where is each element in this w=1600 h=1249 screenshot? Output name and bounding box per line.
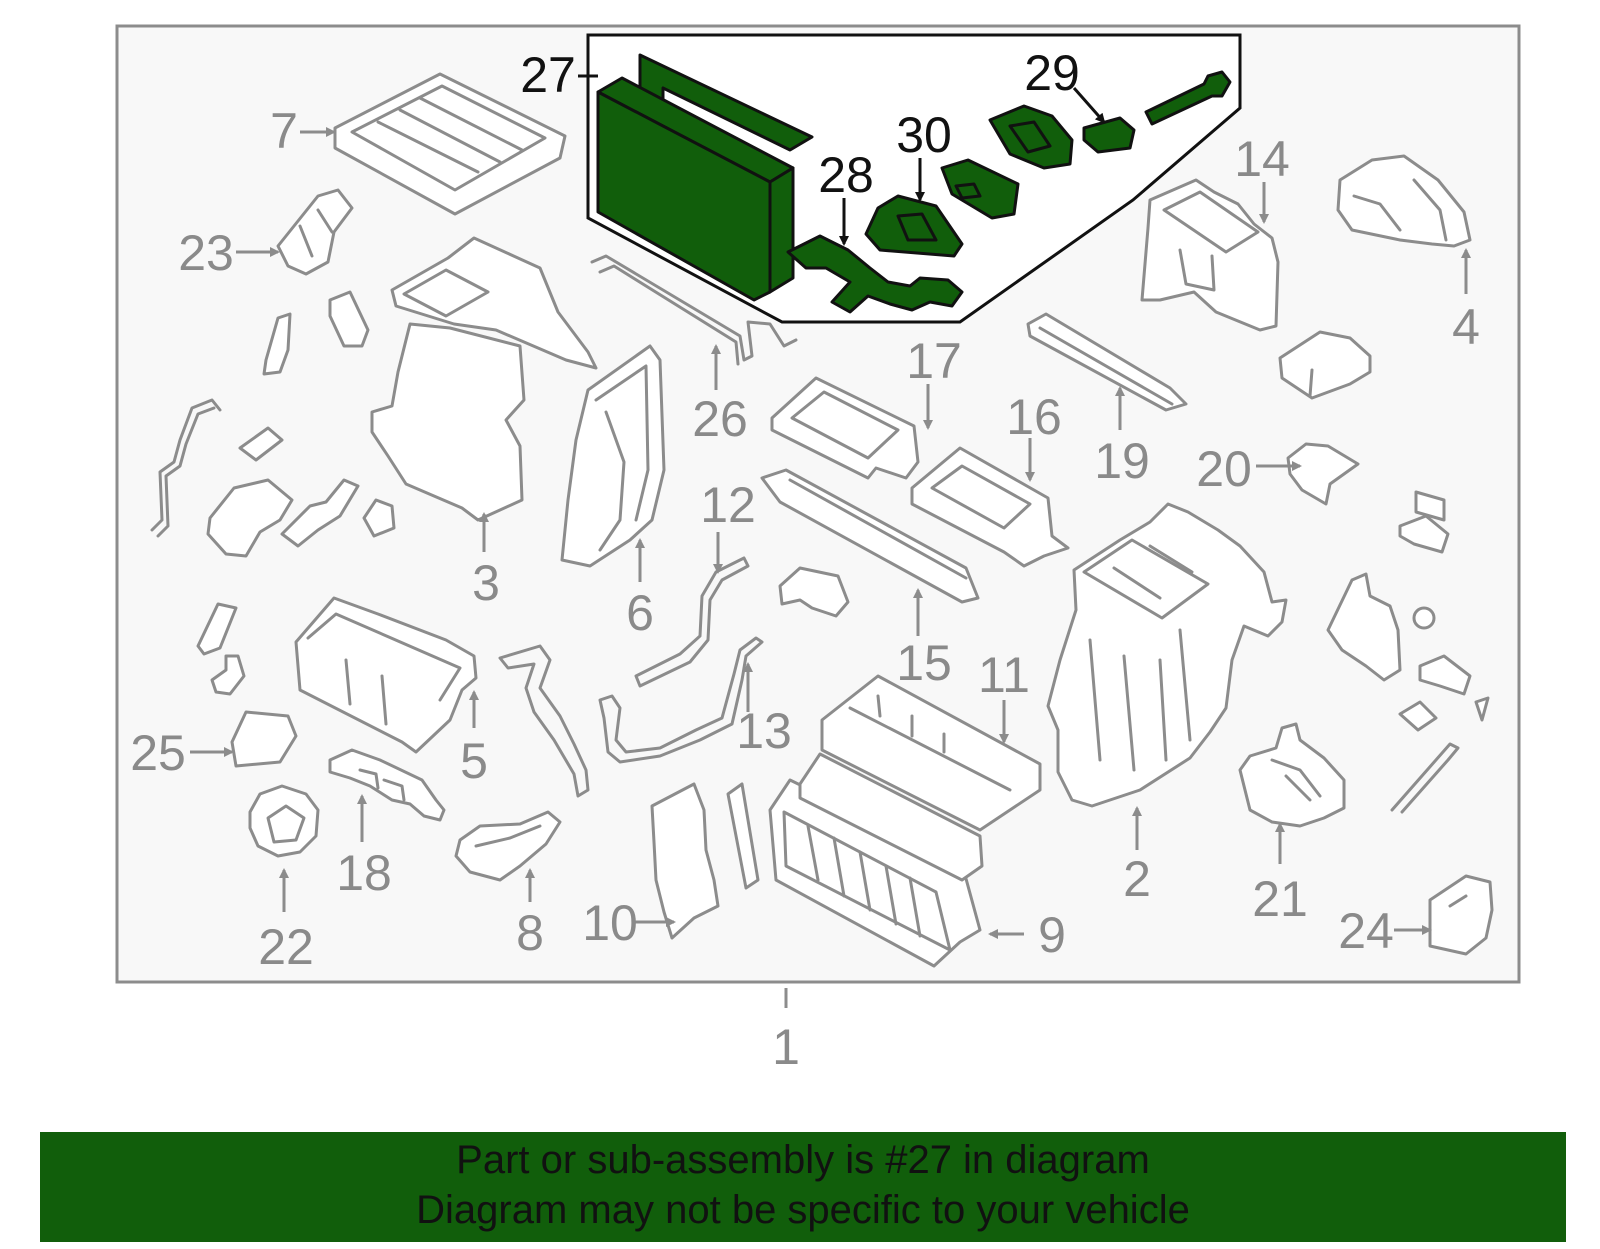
part-26[interactable] — [590, 254, 798, 366]
callout-7[interactable]: 7 — [270, 103, 298, 159]
callout-14[interactable]: 14 — [1234, 131, 1290, 187]
callout-12[interactable]: 12 — [700, 477, 756, 533]
callout-18[interactable]: 18 — [336, 845, 392, 901]
part-28-pipe[interactable] — [786, 234, 964, 314]
part-10[interactable] — [650, 782, 760, 940]
callout-28[interactable]: 28 — [818, 147, 874, 203]
callout-30[interactable]: 30 — [896, 107, 952, 163]
callout-8[interactable]: 8 — [516, 905, 544, 961]
callout-6[interactable]: 6 — [626, 585, 654, 641]
part-27-evaporator-core[interactable] — [596, 53, 814, 302]
part-5[interactable] — [294, 596, 478, 754]
part-3[interactable] — [370, 236, 598, 522]
part-2[interactable] — [1046, 502, 1288, 808]
callout-27[interactable]: 27 — [520, 47, 576, 103]
part-20[interactable] — [1286, 442, 1360, 506]
part-misc-right-upper[interactable] — [1278, 330, 1372, 400]
part-25[interactable] — [230, 710, 298, 768]
callout-24[interactable]: 24 — [1338, 903, 1394, 959]
part-misc-left[interactable] — [150, 290, 396, 558]
leader-lines — [190, 74, 1471, 1008]
callout-26[interactable]: 26 — [692, 391, 748, 447]
callout-3[interactable]: 3 — [472, 555, 500, 611]
callout-4[interactable]: 4 — [1452, 299, 1480, 355]
callout-11[interactable]: 11 — [978, 647, 1030, 703]
callout-20[interactable]: 20 — [1196, 441, 1252, 497]
part-23[interactable] — [276, 188, 354, 276]
part-15[interactable] — [760, 468, 980, 604]
banner-line-1: Part or sub-assembly is #27 in diagram — [456, 1138, 1150, 1182]
part-4[interactable] — [1336, 154, 1472, 248]
part-24[interactable] — [1428, 874, 1494, 956]
callout-19[interactable]: 19 — [1094, 433, 1150, 489]
info-banner: Part or sub-assembly is #27 in diagram D… — [40, 1132, 1566, 1242]
callout-labels: 1 2 3 4 5 6 7 8 9 10 11 12 13 14 15 16 1… — [130, 45, 1480, 1075]
callout-15[interactable]: 15 — [896, 635, 952, 691]
callout-2[interactable]: 2 — [1123, 851, 1151, 907]
callout-29[interactable]: 29 — [1024, 45, 1080, 101]
part-11[interactable] — [798, 674, 1042, 882]
part-17[interactable] — [770, 376, 920, 480]
part-22[interactable] — [248, 784, 320, 858]
part-8[interactable] — [454, 810, 562, 882]
part-29-fasteners[interactable] — [988, 70, 1232, 170]
callout-23[interactable]: 23 — [178, 225, 234, 281]
callout-21[interactable]: 21 — [1252, 871, 1308, 927]
part-12[interactable] — [634, 556, 750, 688]
part-7[interactable] — [333, 72, 567, 216]
callout-5[interactable]: 5 — [460, 733, 488, 789]
part-misc-center[interactable] — [778, 566, 850, 618]
callout-22[interactable]: 22 — [258, 919, 314, 975]
banner-line-2: Diagram may not be specific to your vehi… — [416, 1188, 1190, 1232]
callout-10[interactable]: 10 — [582, 895, 638, 951]
part-18[interactable] — [328, 748, 446, 822]
callout-1[interactable]: 1 — [772, 1019, 800, 1075]
callout-13[interactable]: 13 — [736, 703, 792, 759]
part-misc-lower-left[interactable] — [196, 602, 590, 798]
callout-17[interactable]: 17 — [906, 333, 962, 389]
callout-9[interactable]: 9 — [1038, 907, 1066, 963]
callout-25[interactable]: 25 — [130, 725, 186, 781]
callout-16[interactable]: 16 — [1006, 389, 1062, 445]
part-19[interactable] — [1026, 312, 1188, 412]
part-6[interactable] — [560, 344, 666, 568]
part-misc-right[interactable] — [1326, 490, 1490, 814]
part-13[interactable] — [598, 636, 764, 764]
part-16[interactable] — [910, 446, 1070, 568]
part-30-expansion-valve[interactable] — [864, 158, 1020, 258]
part-14[interactable] — [1140, 178, 1280, 332]
